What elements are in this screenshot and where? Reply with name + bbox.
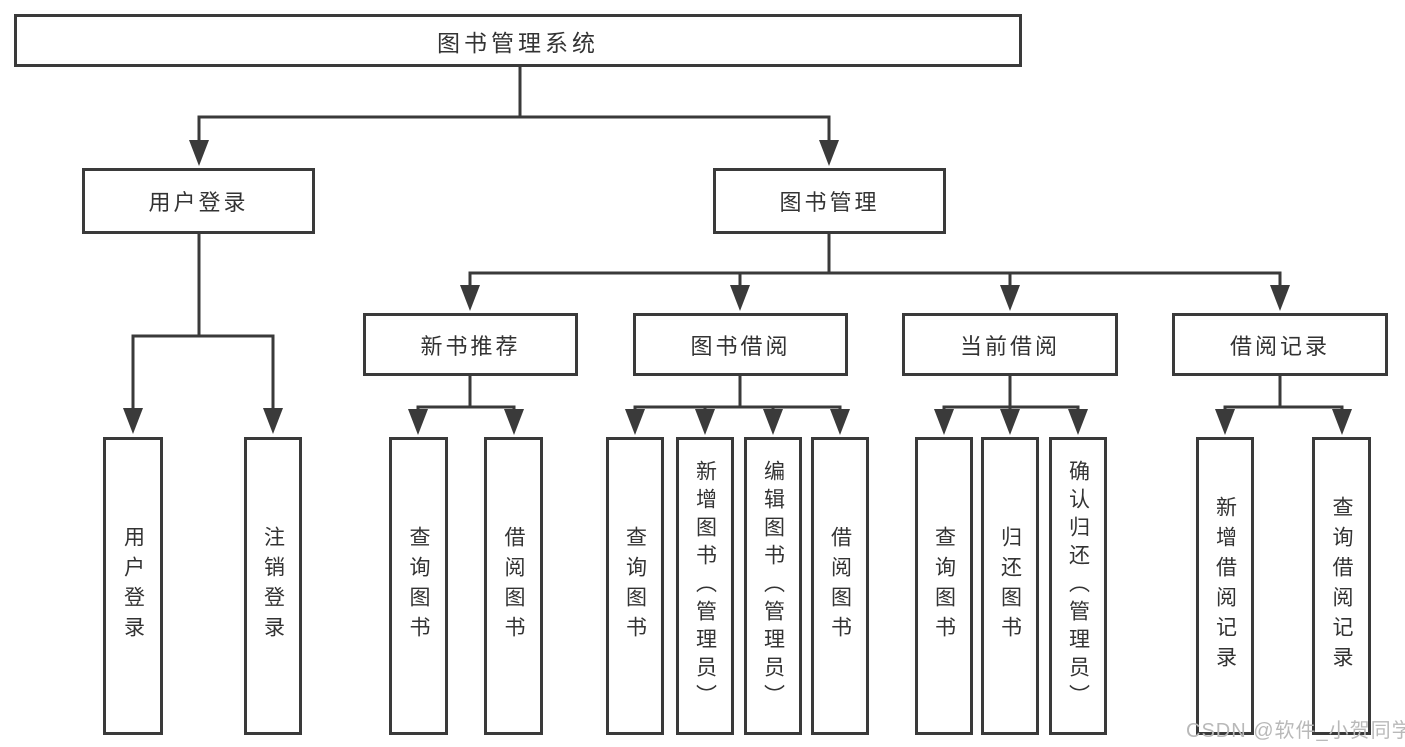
node-label: 注销登录 bbox=[261, 526, 285, 646]
node-label: 借阅图书 bbox=[502, 526, 525, 646]
leaf-query-borrow-record: 查询借阅记录 bbox=[1312, 437, 1371, 735]
node-new-book-recommend: 新书推荐 bbox=[363, 313, 578, 376]
node-label: 查询借阅记录 bbox=[1330, 496, 1353, 676]
node-label: 当前借阅 bbox=[959, 333, 1060, 359]
node-label: 图书管理系统 bbox=[437, 29, 599, 56]
leaf-confirm-return-admin: 确认归还（管理员） bbox=[1049, 437, 1107, 735]
leaf-borrow-books: 借阅图书 bbox=[811, 437, 869, 735]
node-label: 查询图书 bbox=[407, 526, 430, 646]
leaf-query-books-recommend: 查询图书 bbox=[389, 437, 448, 735]
node-label: 借阅记录 bbox=[1229, 333, 1330, 359]
leaf-add-borrow-record: 新增借阅记录 bbox=[1196, 437, 1254, 735]
node-label: 新增借阅记录 bbox=[1213, 496, 1237, 676]
node-label: 查询图书 bbox=[623, 526, 647, 646]
node-label: 新书推荐 bbox=[420, 333, 521, 359]
node-label: 新增图书（管理员） bbox=[693, 460, 717, 712]
node-label: 用户登录 bbox=[148, 190, 249, 215]
leaf-borrow-books-recommend: 借阅图书 bbox=[484, 437, 543, 735]
node-label: 图书借阅 bbox=[690, 333, 791, 359]
leaf-edit-books-admin: 编辑图书（管理员） bbox=[744, 437, 802, 735]
leaf-user-login: 用户登录 bbox=[103, 437, 163, 735]
leaf-add-books-admin: 新增图书（管理员） bbox=[676, 437, 734, 735]
leaf-query-books-current: 查询图书 bbox=[915, 437, 973, 735]
node-label: 归还图书 bbox=[998, 526, 1022, 646]
node-label: 图书管理 bbox=[779, 190, 880, 215]
node-current-borrowing: 当前借阅 bbox=[902, 313, 1118, 376]
node-book-management: 图书管理 bbox=[713, 168, 946, 234]
leaf-logout: 注销登录 bbox=[244, 437, 302, 735]
node-label: 用户登录 bbox=[121, 526, 145, 646]
node-label: 借阅图书 bbox=[828, 526, 852, 646]
leaf-query-books-borrowing: 查询图书 bbox=[606, 437, 664, 735]
node-user-login: 用户登录 bbox=[82, 168, 315, 234]
node-label: 确认归还（管理员） bbox=[1066, 460, 1090, 712]
node-label: 编辑图书（管理员） bbox=[761, 460, 785, 712]
node-book-borrowing: 图书借阅 bbox=[633, 313, 848, 376]
leaf-return-books: 归还图书 bbox=[981, 437, 1039, 735]
node-library-management-system: 图书管理系统 bbox=[14, 14, 1022, 67]
node-borrowing-records: 借阅记录 bbox=[1172, 313, 1388, 376]
node-label: 查询图书 bbox=[932, 526, 956, 646]
csdn-watermark: CSDN @软件_小贺同学 bbox=[1186, 720, 1405, 742]
